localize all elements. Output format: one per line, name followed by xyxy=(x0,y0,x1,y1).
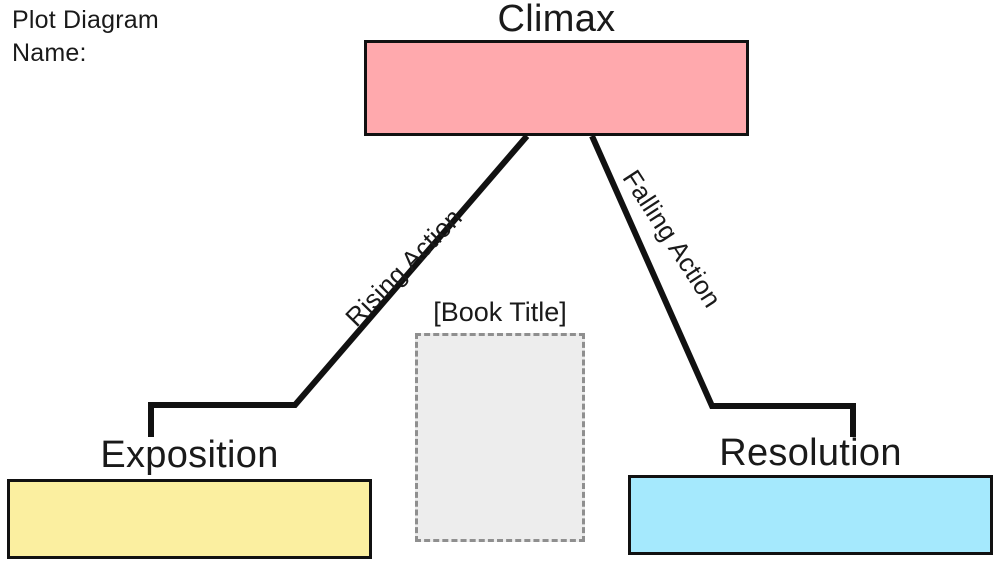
climax-label: Climax xyxy=(497,0,616,40)
resolution-label: Resolution xyxy=(719,432,902,474)
resolution-box[interactable] xyxy=(628,475,993,555)
falling-action-label: Falling Action xyxy=(616,164,728,313)
book-title-label: [Book Title] xyxy=(433,297,567,327)
exposition-label: Exposition xyxy=(100,434,279,476)
page-title: Plot Diagram xyxy=(12,6,159,34)
name-field-label[interactable]: Name: xyxy=(12,39,87,67)
worksheet-header: Plot Diagram Name: xyxy=(12,4,159,70)
book-cover-placeholder[interactable] xyxy=(415,333,585,542)
exposition-box[interactable] xyxy=(7,479,372,559)
climax-box[interactable] xyxy=(364,40,749,136)
